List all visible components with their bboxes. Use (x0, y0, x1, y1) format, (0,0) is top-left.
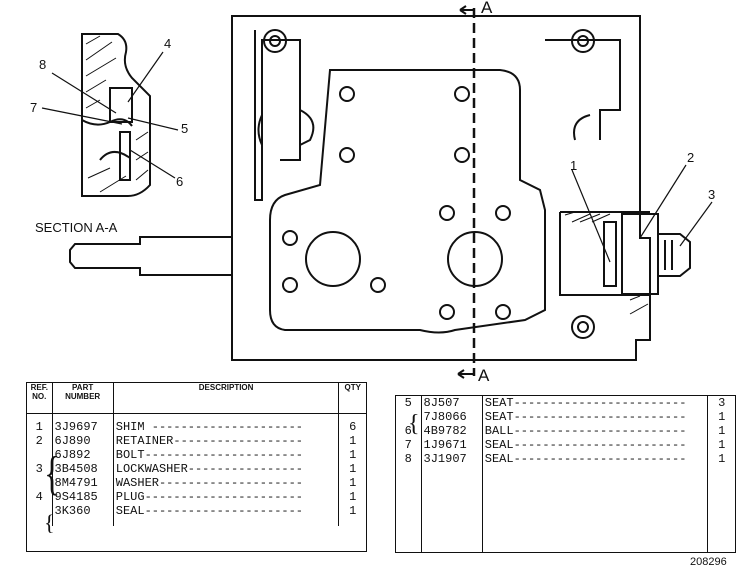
row-description: SHIM (115, 420, 145, 434)
table-row: 3 3B4508 LOCKWASHER---------------- 1 (27, 462, 366, 476)
table-row: 7 1J9671 SEAL------------------------ 1 (396, 438, 735, 452)
group-brace: { (44, 448, 61, 501)
row-description: SEAL (484, 452, 514, 466)
table-row: 5 8J507 SEAT------------------------ 3 (396, 396, 735, 410)
row-ref (27, 504, 53, 518)
callout-3: 3 (708, 187, 716, 202)
row-description: SEAL (484, 438, 514, 452)
figure-number: 208296 (690, 556, 727, 568)
housing-outline (231, 15, 651, 361)
header-description: DESCRIPTION (113, 383, 340, 414)
header-ref-line1: REF. (30, 383, 48, 392)
row-part-number: 8M4791 (52, 476, 114, 490)
header-part-line1: PART (72, 383, 94, 392)
row-description: SEAT (484, 396, 514, 410)
row-part-number: 6J892 (52, 448, 114, 462)
callout-1: 1 (570, 158, 578, 173)
row-ref: 7 (396, 438, 422, 452)
row-description: LOCKWASHER (115, 462, 188, 476)
callout-2: 2 (687, 150, 695, 165)
row-ref: 3 (27, 462, 53, 476)
callout-4: 4 (164, 36, 172, 51)
callout-6: 6 (176, 174, 184, 189)
row-qty: 3 (718, 396, 726, 410)
table-row: 6J892 BOLT---------------------- 1 (27, 448, 366, 462)
group-brace: { (44, 510, 55, 535)
shaft (69, 236, 232, 276)
row-ref (396, 410, 422, 424)
row-description: SEAT (484, 410, 514, 424)
header-part-line2: NUMBER (65, 392, 101, 401)
row-qty: 1 (718, 438, 726, 452)
row-qty: 1 (718, 424, 726, 438)
row-part-number: 1J9671 (421, 438, 483, 452)
row-ref (27, 448, 53, 462)
row-description: PLUG (115, 490, 145, 504)
row-part-number: 8J507 (421, 396, 483, 410)
row-part-number: 3K360 (52, 504, 114, 518)
row-part-number: 6J890 (52, 434, 114, 448)
row-ref (27, 476, 53, 490)
row-ref: 8 (396, 452, 422, 466)
row-ref: 6 (396, 424, 422, 438)
section-detail (81, 33, 151, 197)
cover-plate-outline (269, 69, 546, 334)
row-description: WASHER (115, 476, 159, 490)
row-ref: 2 (27, 434, 53, 448)
row-ref: 5 (396, 396, 422, 410)
row-part-number: 3B4508 (52, 462, 114, 476)
row-ref: 1 (27, 420, 53, 434)
row-ref: 4 (27, 490, 53, 504)
group-brace: { (408, 411, 420, 437)
row-qty: 1 (349, 434, 357, 448)
row-part-number: 4B9782 (421, 424, 483, 438)
parts-table-left: REF. NO. PART NUMBER DESCRIPTION QTY 1 3… (26, 382, 367, 552)
row-qty: 1 (349, 504, 357, 518)
row-description: RETAINER (115, 434, 174, 448)
section-caption: SECTION A-A (35, 220, 118, 235)
parts-table-right: 5 8J507 SEAT------------------------ 3 7… (395, 395, 736, 553)
section-marker-top: A (481, 0, 493, 17)
row-description: BALL (484, 424, 514, 438)
table-row: 3K360 SEAL---------------------- 1 (27, 504, 366, 518)
table-row: 2 6J890 RETAINER------------------ 1 (27, 434, 366, 448)
callout-7: 7 (30, 100, 38, 115)
table-row: 1 3J9697 SHIM --------------------- 6 (27, 420, 366, 434)
row-qty: 1 (349, 490, 357, 504)
row-qty: 1 (349, 462, 357, 476)
table-row: 8 3J1907 SEAL------------------------ 1 (396, 452, 735, 466)
table-row: 6 4B9782 BALL------------------------ 1 (396, 424, 735, 438)
row-description: SEAL (115, 504, 145, 518)
table-header: REF. NO. PART NUMBER DESCRIPTION QTY (27, 383, 366, 414)
header-ref-line2: NO. (32, 392, 47, 401)
row-qty: 1 (349, 448, 357, 462)
callout-8: 8 (39, 57, 47, 72)
valve-body-drawing (41, 5, 713, 379)
row-qty: 1 (349, 476, 357, 490)
row-part-number: 7J8066 (421, 410, 483, 424)
table-row: 4 9S4185 PLUG---------------------- 1 (27, 490, 366, 504)
row-description: BOLT (115, 448, 145, 462)
row-part-number: 3J1907 (421, 452, 483, 466)
row-qty: 1 (718, 410, 726, 424)
header-qty: QTY (338, 383, 366, 414)
table-row: 7J8066 SEAT------------------------ 1 (396, 410, 735, 424)
row-part-number: 9S4185 (52, 490, 114, 504)
table-row: 8M4791 WASHER-------------------- 1 (27, 476, 366, 490)
row-qty: 6 (349, 420, 357, 434)
row-qty: 1 (718, 452, 726, 466)
row-part-number: 3J9697 (52, 420, 114, 434)
section-marker-bottom: A (478, 366, 490, 385)
callout-5: 5 (181, 121, 189, 136)
